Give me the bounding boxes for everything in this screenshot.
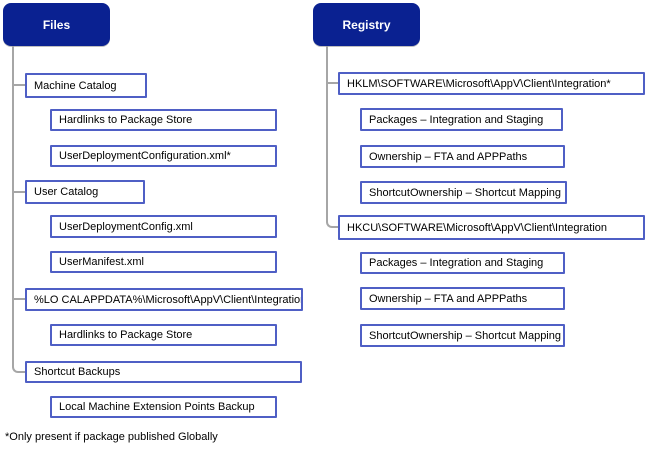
node-label: %LO CALAPPDATA%\Microsoft\AppV\Client\In… <box>34 293 303 306</box>
files-trunk-connector <box>12 46 26 373</box>
registry-root-box: Registry <box>313 3 420 46</box>
registry-stub-hklm <box>326 82 338 84</box>
files-root-label: Files <box>42 17 71 32</box>
files-stub-user-catalog <box>12 191 25 193</box>
node-user-catalog: User Catalog <box>25 180 145 204</box>
node-localappdata-integration: %LO CALAPPDATA%\Microsoft\AppV\Client\In… <box>25 288 303 311</box>
node-label: Ownership – FTA and APPPaths <box>369 150 528 163</box>
node-shortcutownership-mapping-hklm: ShortcutOwnership – Shortcut Mapping <box>360 181 567 204</box>
node-packages-integration-staging-hklm: Packages – Integration and Staging <box>360 108 563 131</box>
node-label: Machine Catalog <box>34 79 117 92</box>
node-shortcut-backups: Shortcut Backups <box>25 361 302 383</box>
node-hkcu-integration: HKCU\SOFTWARE\Microsoft\AppV\Client\Inte… <box>338 215 645 240</box>
node-label: Local Machine Extension Points Backup <box>59 401 255 413</box>
node-label: Shortcut Backups <box>34 366 121 378</box>
node-label: ShortcutOwnership – Shortcut Mapping <box>369 329 561 342</box>
node-usermanifest-xml: UserManifest.xml <box>50 251 277 273</box>
files-stub-localappdata <box>12 298 25 300</box>
node-packages-integration-staging-hkcu: Packages – Integration and Staging <box>360 252 565 274</box>
node-label: User Catalog <box>34 186 99 198</box>
node-hardlinks-package-store-machine: Hardlinks to Package Store <box>50 109 277 131</box>
node-machine-catalog: Machine Catalog <box>25 73 147 98</box>
node-label: HKLM\SOFTWARE\Microsoft\AppV\Client\Inte… <box>347 77 611 90</box>
node-local-machine-extension-points-backup: Local Machine Extension Points Backup <box>50 396 277 418</box>
node-ownership-fta-apppaths-hklm: Ownership – FTA and APPPaths <box>360 145 565 168</box>
node-label: Packages – Integration and Staging <box>369 113 544 126</box>
files-root-box: Files <box>3 3 110 46</box>
node-label: ShortcutOwnership – Shortcut Mapping <box>369 186 561 199</box>
node-label: UserManifest.xml <box>59 256 144 268</box>
node-label: Hardlinks to Package Store <box>59 329 193 341</box>
node-ownership-fta-apppaths-hkcu: Ownership – FTA and APPPaths <box>360 287 565 310</box>
node-label: Ownership – FTA and APPPaths <box>369 292 528 305</box>
node-hklm-integration: HKLM\SOFTWARE\Microsoft\AppV\Client\Inte… <box>338 72 645 95</box>
node-label: Packages – Integration and Staging <box>369 257 544 269</box>
registry-root-label: Registry <box>342 17 391 32</box>
node-userdeploymentconfiguration-xml: UserDeploymentConfiguration.xml* <box>50 145 277 167</box>
node-hardlinks-package-store-localappdata: Hardlinks to Package Store <box>50 324 277 346</box>
node-shortcutownership-mapping-hkcu: ShortcutOwnership – Shortcut Mapping <box>360 324 565 347</box>
node-userdeploymentconfig-xml: UserDeploymentConfig.xml <box>50 215 277 238</box>
node-label: UserDeploymentConfiguration.xml* <box>59 150 231 162</box>
node-label: Hardlinks to Package Store <box>59 114 193 126</box>
node-label: UserDeploymentConfig.xml <box>59 220 193 233</box>
node-label: HKCU\SOFTWARE\Microsoft\AppV\Client\Inte… <box>347 221 608 234</box>
global-publish-footnote: *Only present if package published Globa… <box>5 431 218 443</box>
registry-trunk-connector <box>326 46 339 228</box>
files-stub-machine-catalog <box>12 84 25 86</box>
